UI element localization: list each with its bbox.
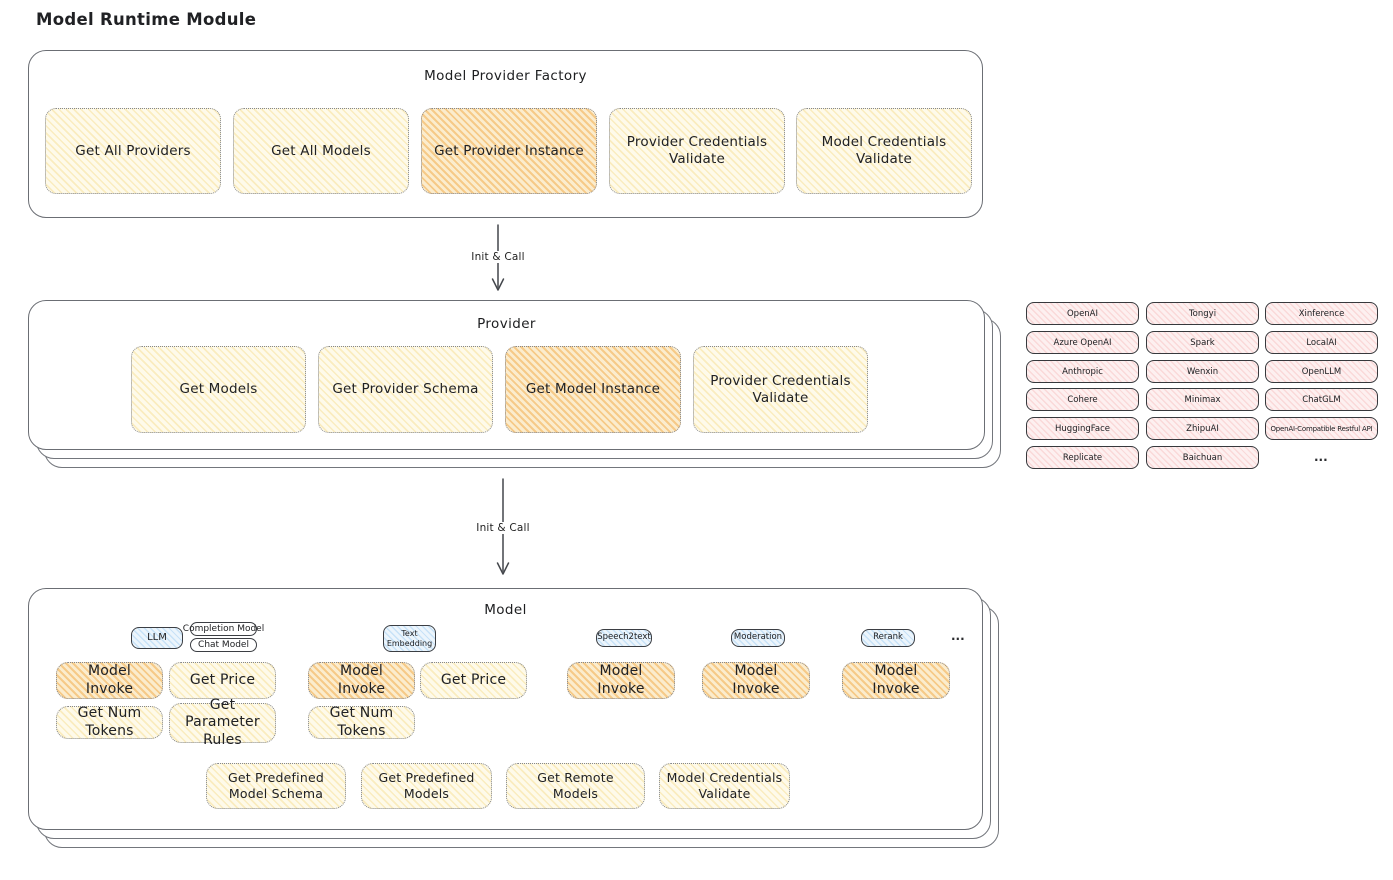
model-credentials-validate-node-2: Model Credentials Validate — [659, 763, 790, 809]
provider-pill-zhipuai: ZhipuAI — [1146, 417, 1259, 440]
get-predefined-models-node: Get Predefined Models — [361, 763, 492, 809]
provider-pill-spark: Spark — [1146, 331, 1259, 354]
model-tags-ellipsis: ... — [951, 629, 965, 643]
provider-pill-huggingface: HuggingFace — [1026, 417, 1139, 440]
provider-pill-anthropic: Anthropic — [1026, 360, 1139, 383]
provider-pill-xinference: Xinference — [1265, 302, 1378, 325]
provider-pill-cohere: Cohere — [1026, 388, 1139, 411]
tag-chat-model: Chat Model — [190, 638, 257, 652]
provider-pill-openai: OpenAI — [1026, 302, 1139, 325]
get-all-models-node: Get All Models — [233, 108, 409, 194]
provider-box-title: Provider — [477, 316, 536, 332]
get-provider-instance-node: Get Provider Instance — [421, 108, 597, 194]
tag-moderation: Moderation — [731, 629, 785, 647]
get-parameter-rules-llm: Get Parameter Rules — [169, 697, 276, 748]
provider-pill-azure-openai: Azure OpenAI — [1026, 331, 1139, 354]
get-num-tokens-text-embedding: Get Num Tokens — [308, 705, 415, 739]
provider-box: Provider Get Models Get Provider Schema … — [28, 300, 985, 450]
diagram-title: Model Runtime Module — [36, 10, 257, 29]
get-model-instance-node: Get Model Instance — [505, 346, 681, 433]
provider-pill-openllm: OpenLLM — [1265, 360, 1378, 383]
provider-list: OpenAI Azure OpenAI Anthropic Cohere Hug… — [1026, 302, 1381, 472]
provider-credentials-validate-node: Provider Credentials Validate — [609, 108, 785, 194]
provider-credentials-validate-node-2: Provider Credentials Validate — [693, 346, 868, 433]
get-provider-schema-node: Get Provider Schema — [318, 346, 493, 433]
provider-pill-chatglm: ChatGLM — [1265, 388, 1378, 411]
init-call-label-2: Init & Call — [472, 522, 534, 534]
model-invoke-speech2text: Model Invoke — [567, 662, 675, 699]
model-box-title: Model — [484, 602, 527, 618]
tag-rerank: Rerank — [861, 629, 915, 647]
get-all-providers-node: Get All Providers — [45, 108, 221, 194]
provider-pill-openai-compatible: OpenAI-Compatible Restful API — [1265, 417, 1378, 440]
model-invoke-moderation: Model Invoke — [702, 662, 810, 699]
tag-text-embedding: Text Embedding — [383, 625, 436, 652]
provider-pill-minimax: Minimax — [1146, 388, 1259, 411]
get-num-tokens-llm: Get Num Tokens — [56, 705, 163, 739]
provider-pill-tongyi: Tongyi — [1146, 302, 1259, 325]
provider-pill-baichuan: Baichuan — [1146, 446, 1259, 469]
get-remote-models-node: Get Remote Models — [506, 763, 645, 809]
factory-box: Model Provider Factory Get All Providers… — [28, 50, 983, 218]
get-predefined-model-schema-node: Get Predefined Model Schema — [206, 763, 346, 809]
get-models-node: Get Models — [131, 346, 306, 433]
get-price-text-embedding: Get Price — [420, 662, 527, 699]
provider-pill-replicate: Replicate — [1026, 446, 1139, 469]
model-invoke-llm: Model Invoke — [56, 662, 163, 699]
model-invoke-text-embedding: Model Invoke — [308, 662, 415, 699]
tag-completion-model: Completion Model — [182, 622, 265, 636]
provider-list-ellipsis: ... — [1314, 450, 1328, 464]
provider-pill-wenxin: Wenxin — [1146, 360, 1259, 383]
tag-llm: LLM — [131, 627, 183, 649]
tag-speech2text: Speech2text — [596, 629, 652, 647]
get-price-llm: Get Price — [169, 662, 276, 699]
model-credentials-validate-node: Model Credentials Validate — [796, 108, 972, 194]
factory-box-title: Model Provider Factory — [424, 68, 587, 84]
init-call-label-1: Init & Call — [467, 251, 529, 263]
model-invoke-rerank: Model Invoke — [842, 662, 950, 699]
provider-pill-localai: LocalAI — [1265, 331, 1378, 354]
model-box: Model LLM Completion Model Chat Model Te… — [28, 588, 983, 830]
